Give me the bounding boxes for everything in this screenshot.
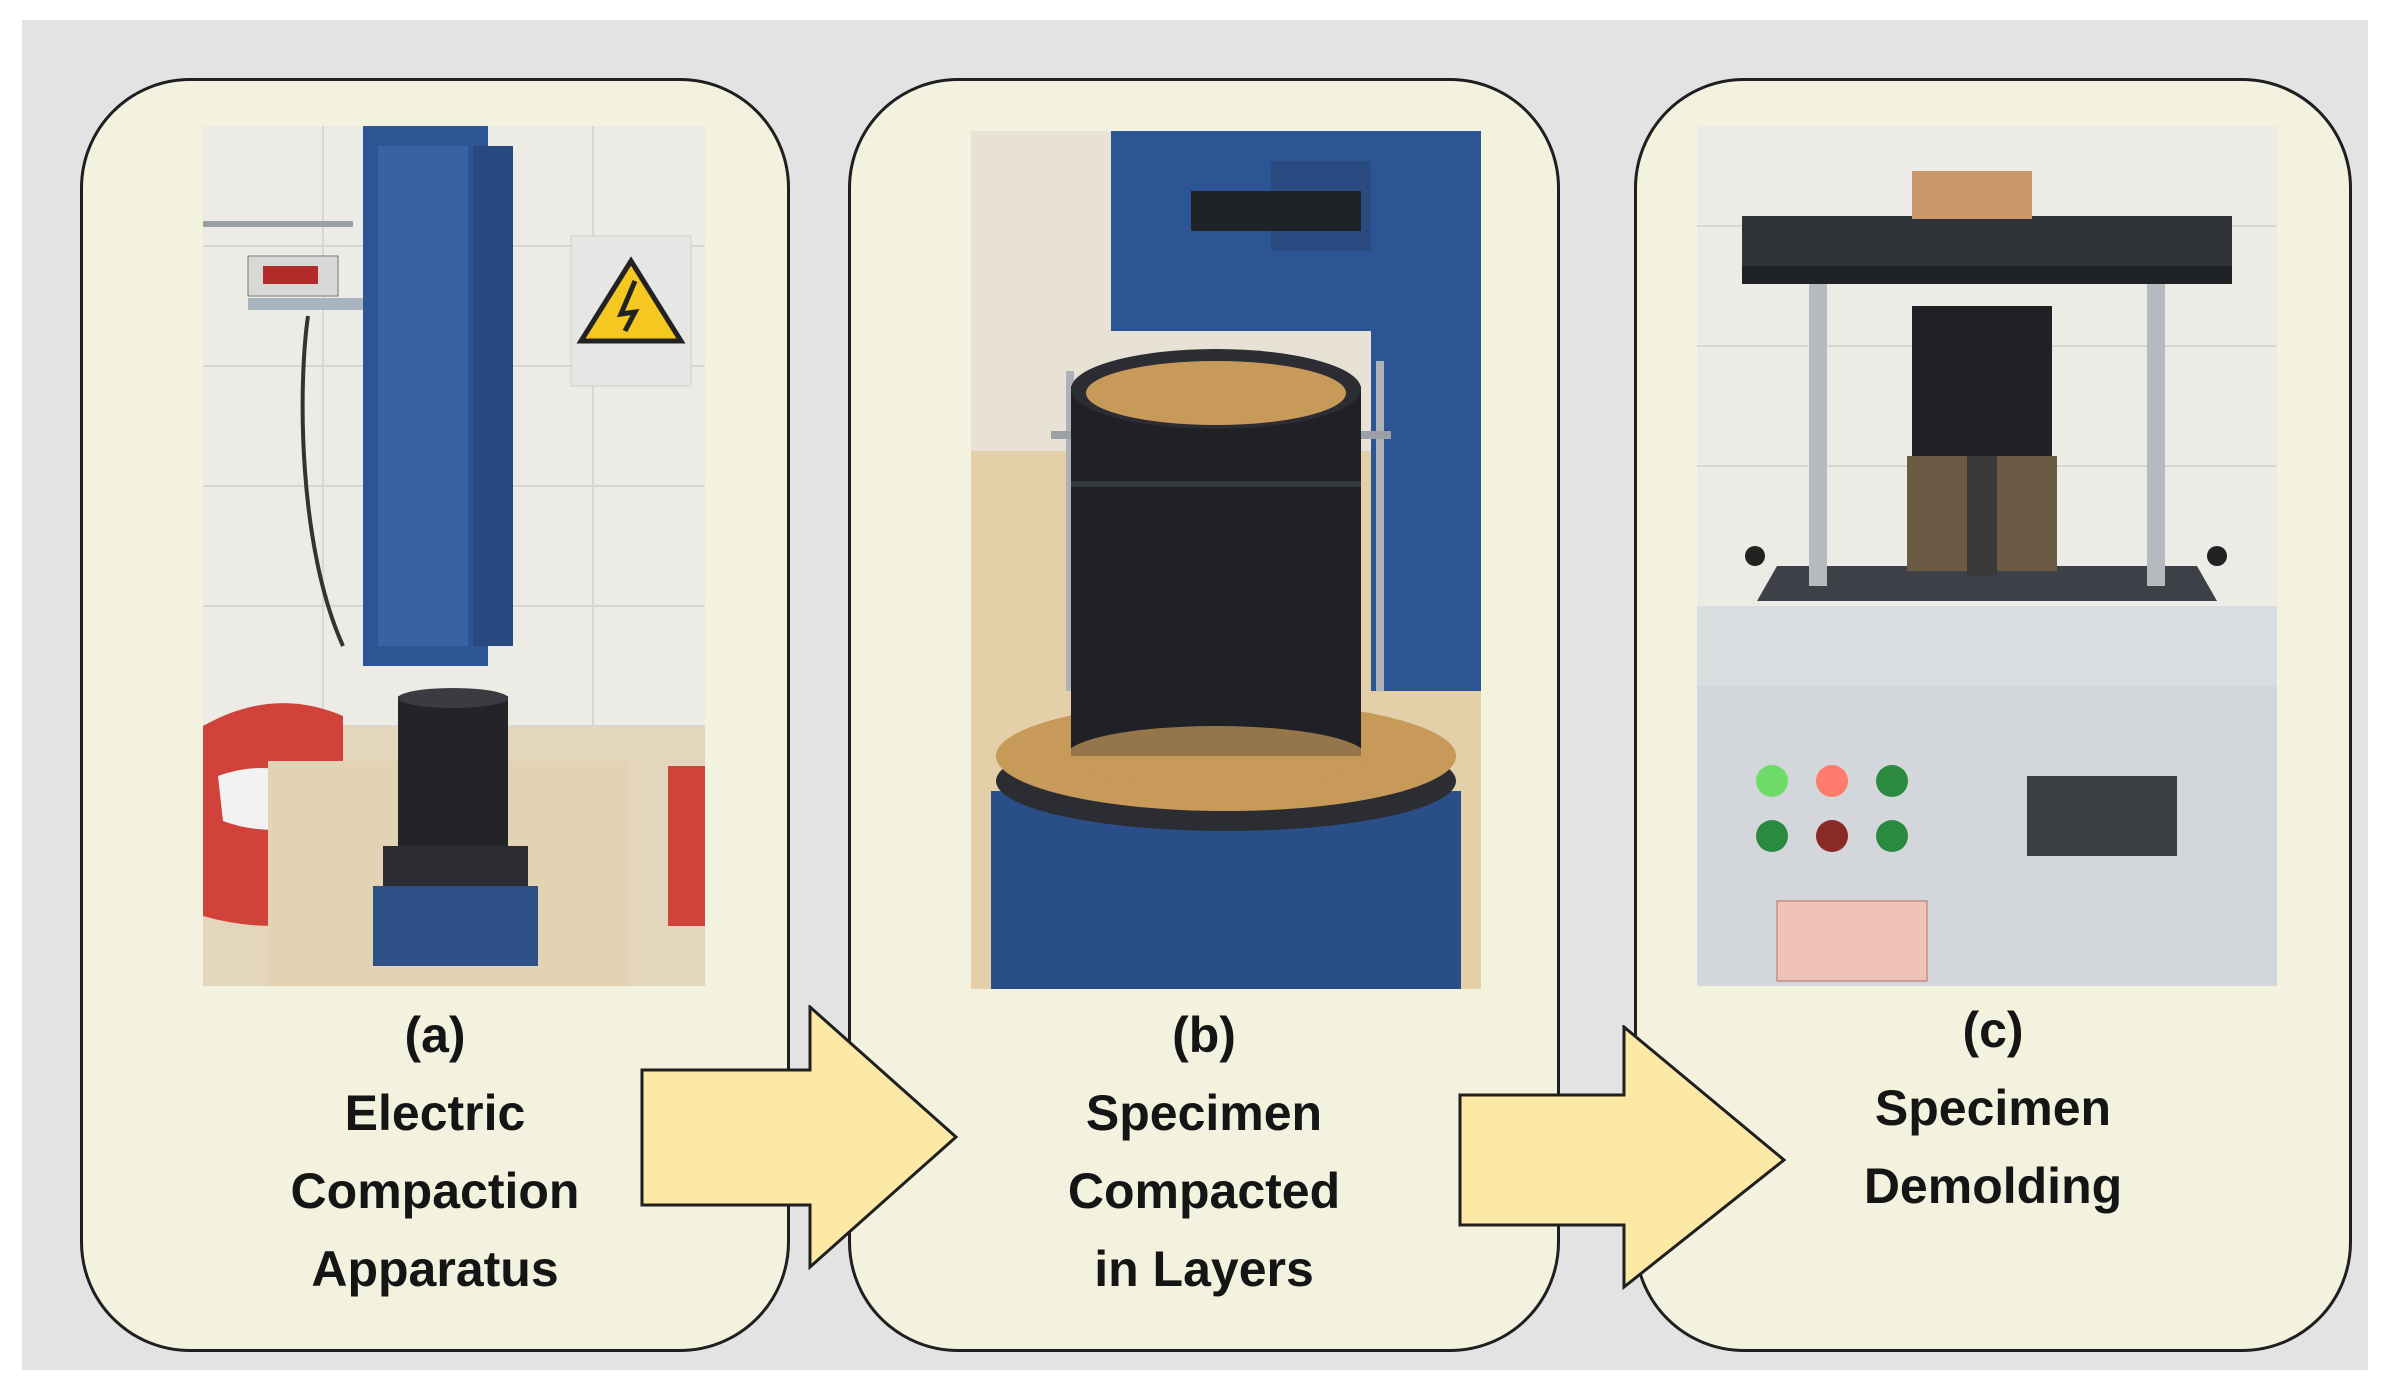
caption-line: Electric (344, 1085, 526, 1141)
arrow-b-to-c (1458, 1025, 1787, 1290)
photo-specimen-demolding (1697, 126, 2277, 986)
panel-label-a: (a) (404, 1007, 466, 1063)
caption-line: Apparatus (311, 1241, 559, 1297)
caption-line: Compaction (290, 1163, 580, 1219)
caption-a: (a) Electric Compaction Apparatus (83, 996, 787, 1308)
caption-line: Specimen (1874, 1080, 2112, 1136)
arrow-a-to-b (640, 1005, 959, 1270)
caption-b: (b) Specimen Compacted in Layers (851, 996, 1557, 1308)
panel-b: (b) Specimen Compacted in Layers (848, 78, 1560, 1352)
panel-label-b: (b) (1172, 1007, 1236, 1063)
figure-frame: (a) Electric Compaction Apparatus (22, 20, 2368, 1370)
panel-c: (c) Specimen Demolding (1634, 78, 2352, 1352)
photo-specimen-compacted-in-layers (971, 131, 1481, 989)
caption-line: in Layers (1094, 1241, 1314, 1297)
caption-line: Compacted (1067, 1163, 1341, 1219)
caption-line: Specimen (1085, 1085, 1323, 1141)
caption-line: Demolding (1863, 1158, 2123, 1214)
photo-electric-compaction-apparatus (203, 126, 705, 986)
panel-a: (a) Electric Compaction Apparatus (80, 78, 790, 1352)
caption-c: (c) Specimen Demolding (1637, 991, 2349, 1225)
panel-label-c: (c) (1962, 1002, 2024, 1058)
